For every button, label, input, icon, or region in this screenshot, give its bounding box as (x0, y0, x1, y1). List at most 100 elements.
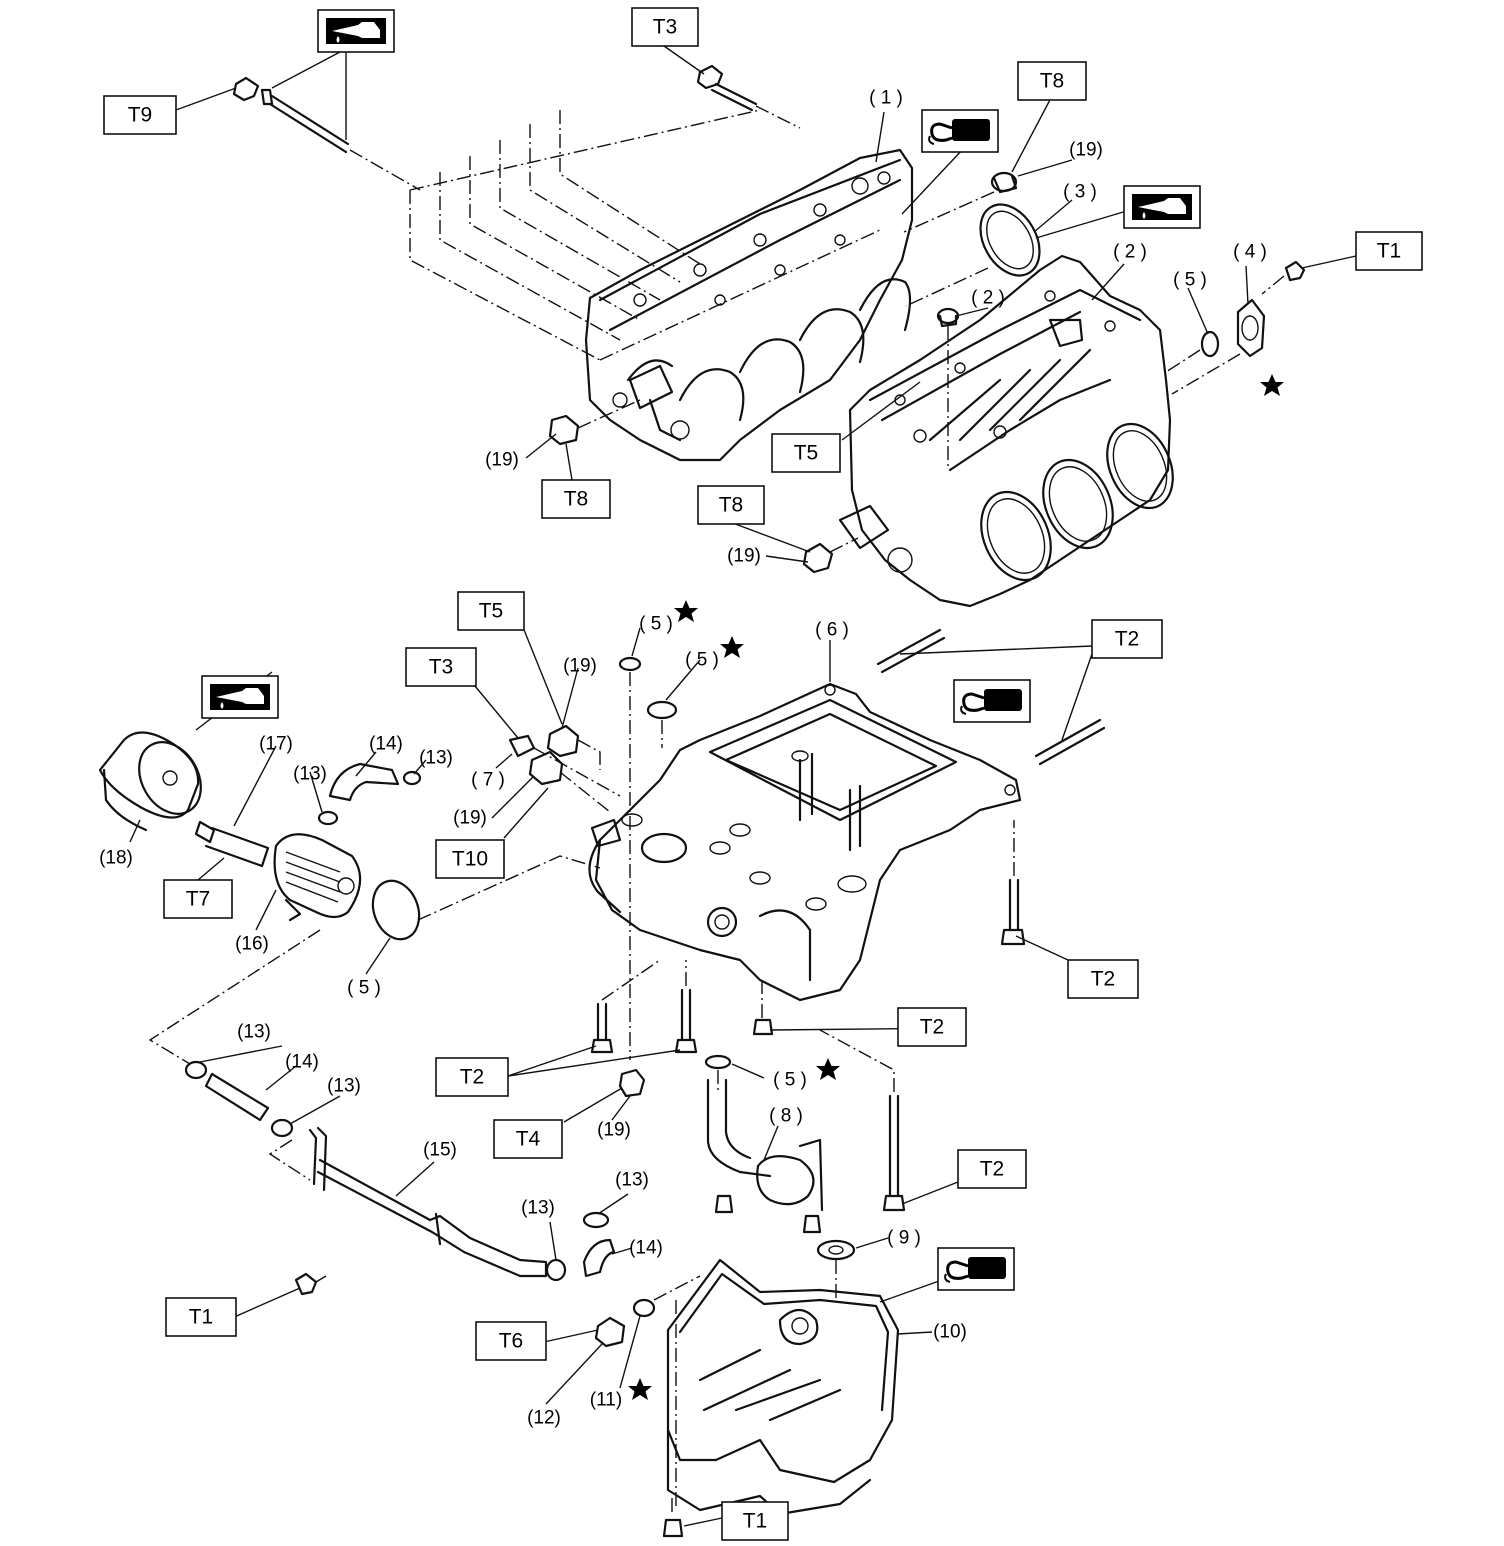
callout-2-right: ( 2 ) (1113, 242, 1147, 263)
engine-oil-can-icon (317, 9, 395, 53)
plug-2 (936, 307, 960, 470)
oil-strainer-8 (704, 1054, 824, 1234)
callout-19-t4: (19) (597, 1120, 631, 1141)
cover-4-assembly (1165, 255, 1357, 395)
callout-5-cooler: ( 5 ) (347, 978, 381, 999)
oil-pan-10 (666, 1258, 900, 1516)
callout-10: (10) (933, 1322, 967, 1343)
label-t2-lower: T2 (957, 1149, 1027, 1189)
o-rings-5-top (618, 656, 678, 1060)
oil-seal-3 (905, 203, 1041, 307)
svg-text:T8: T8 (719, 494, 744, 517)
callout-19-left: (19) (485, 450, 519, 471)
label-t2-left: T2 (435, 1057, 509, 1097)
label-t8-upper: T8 (1017, 61, 1087, 101)
callout-13-e: (13) (615, 1170, 649, 1191)
oil-filter-18 (98, 731, 202, 832)
plug-19-left (548, 399, 641, 446)
liquid-gasket-icon (952, 678, 1032, 724)
callout-15: (15) (423, 1140, 457, 1161)
callout-1: ( 1 ) (869, 88, 903, 109)
callout-13-f: (13) (521, 1198, 555, 1219)
svg-text:T7: T7 (186, 888, 211, 911)
callout-19-top: (19) (1069, 140, 1103, 161)
svg-text:T9: T9 (128, 104, 153, 127)
liquid-gasket-icon (936, 1246, 1016, 1292)
callout-19-t10: (19) (453, 808, 487, 829)
label-t1-left: T1 (165, 1297, 237, 1337)
gasket-9 (816, 1239, 856, 1300)
label-t8-middle: T8 (697, 485, 765, 525)
oil-pipe-15 (148, 929, 548, 1296)
callout-18: (18) (99, 848, 133, 869)
label-t5-mid: T5 (457, 591, 525, 631)
plug-19-upper (903, 171, 1018, 233)
callout-17: (17) (259, 734, 293, 755)
callout-6: ( 6 ) (815, 620, 849, 641)
oil-pan-upper (588, 682, 1022, 1002)
callout-5-top-a: ( 5 ) (639, 614, 673, 635)
svg-text:T3: T3 (653, 16, 678, 39)
svg-text:T8: T8 (1040, 70, 1065, 93)
hose-14-upper (317, 762, 422, 826)
hose-14-lower (545, 1211, 616, 1282)
label-t3-mid: T3 (405, 647, 477, 687)
label-t10: T10 (435, 839, 505, 879)
callout-13-b: (13) (419, 748, 453, 769)
oil-cooler-16 (273, 833, 601, 941)
label-t2-upper: T2 (1091, 619, 1163, 659)
plug-19-middle (802, 537, 859, 574)
callout-13-d: (13) (327, 1076, 361, 1097)
callout-14-top: (14) (369, 734, 403, 755)
label-t6: T6 (475, 1321, 547, 1361)
callout-11: (11) (590, 1390, 622, 1411)
drain-plug-12 (594, 1275, 701, 1348)
callout-16: (16) (235, 934, 269, 955)
svg-text:T8: T8 (564, 488, 589, 511)
callout-5-strainer: ( 5 ) (773, 1070, 807, 1091)
plugs-19-mid (508, 724, 621, 813)
studs-t2 (876, 628, 1106, 766)
label-t1-upper: T1 (1355, 231, 1423, 271)
label-t8-left: T8 (541, 479, 611, 519)
svg-text:T4: T4 (516, 1128, 541, 1151)
bolt-t1-bottom (662, 1496, 684, 1538)
svg-text:T2: T2 (460, 1066, 485, 1089)
leader-lines (129, 45, 1249, 1527)
callout-12: (12) (527, 1408, 561, 1429)
label-t2-mid-right: T2 (897, 1007, 967, 1047)
label-t1-bottom: T1 (721, 1501, 789, 1541)
star-icon (1260, 374, 1284, 396)
callout-13-a: (13) (293, 764, 327, 785)
callout-14-mid: (14) (285, 1052, 319, 1073)
plug-19-t4 (618, 1068, 646, 1098)
label-t2-right: T2 (1067, 959, 1139, 999)
svg-text:T2: T2 (980, 1158, 1005, 1181)
label-t3-upper: T3 (631, 7, 699, 47)
liquid-gasket-icon (920, 108, 1000, 154)
svg-text:T2: T2 (920, 1016, 945, 1039)
crankcase-half-right (838, 254, 1174, 608)
svg-text:T5: T5 (794, 442, 819, 465)
star-icon (720, 636, 744, 658)
crankcase-half-left (232, 76, 914, 462)
stud-17 (194, 820, 270, 868)
callout-4: ( 4 ) (1233, 242, 1267, 263)
callout-5-right: ( 5 ) (1173, 270, 1207, 291)
callout-9: ( 9 ) (887, 1228, 921, 1249)
bolt-t3-upper (696, 64, 801, 129)
svg-text:T2: T2 (1091, 968, 1116, 991)
label-t7: T7 (163, 879, 233, 919)
engine-oil-can-icon (201, 675, 279, 719)
callout-14-low: (14) (629, 1238, 663, 1259)
label-t4: T4 (493, 1119, 563, 1159)
svg-text:T1: T1 (743, 1510, 768, 1533)
svg-text:T5: T5 (479, 600, 504, 623)
callout-7: ( 7 ) (471, 770, 505, 791)
bolts-t2-lower (590, 820, 1026, 1212)
callout-3: ( 3 ) (1063, 182, 1097, 203)
star-icon (674, 600, 698, 622)
label-t5-upper: T5 (771, 433, 841, 473)
label-t9: T9 (103, 95, 177, 135)
